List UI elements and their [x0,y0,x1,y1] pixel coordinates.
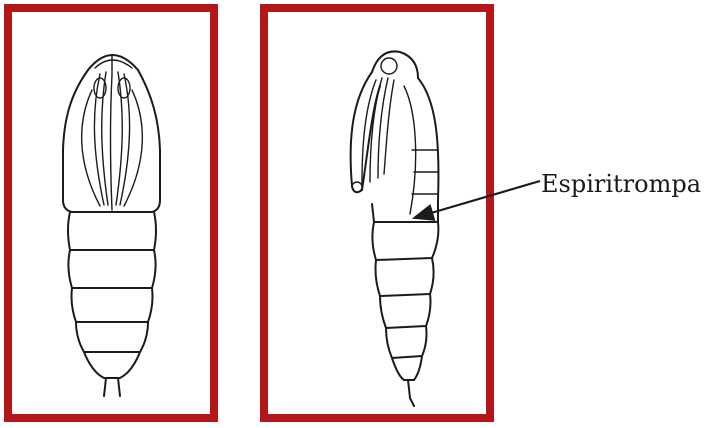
abdomen-segment-lateral [376,258,434,296]
head-lateral [372,51,418,78]
annotation-label: Espiritrompa [541,170,701,198]
abdomen-tip [84,352,140,378]
abdomen-segment-lateral [386,326,427,358]
appendage-sheath [351,72,380,192]
cremaster [104,378,106,396]
right-panel-frame [264,8,490,418]
cremaster-lateral [408,380,414,406]
abdomen-segment [68,212,156,250]
abdomen-tip-lateral [392,356,422,380]
pupa-ventral-view [63,55,160,396]
abdomen-segment [72,288,153,322]
abdomen-segment-lateral [380,294,431,328]
abdomen-segment-lateral [372,222,438,260]
abdomen-segment [76,322,148,352]
abdomen-segment [68,250,155,288]
pupa-lateral-view [351,51,439,406]
annotation-arrow [414,181,540,218]
